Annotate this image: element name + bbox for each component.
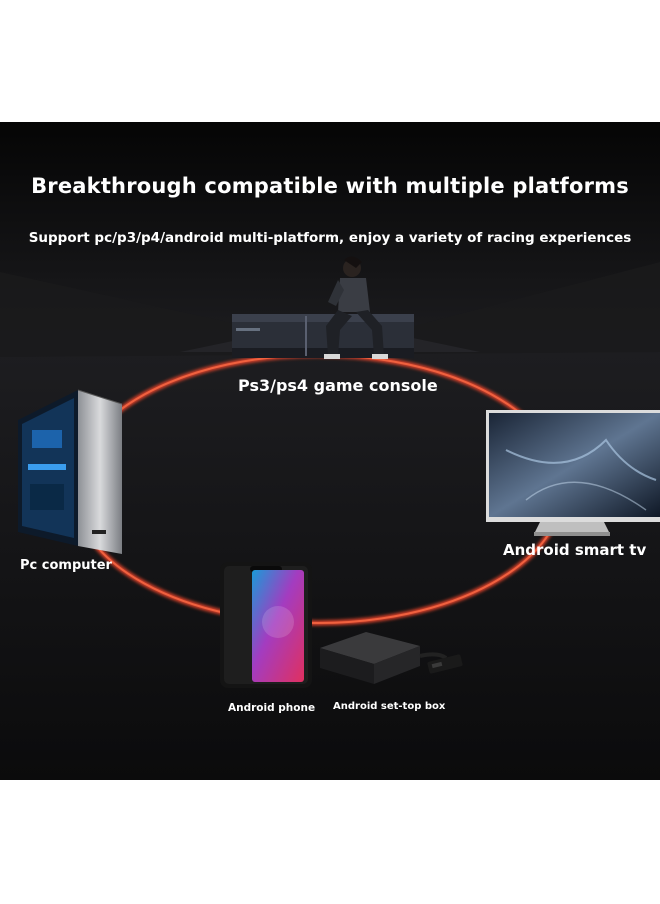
- promo-panel: Breakthrough compatible with multiple pl…: [0, 122, 660, 780]
- settop-label: Android set-top box: [333, 701, 446, 712]
- tv-label: Android smart tv: [503, 541, 647, 559]
- smart-tv-icon: [486, 410, 660, 536]
- pc-label: Pc computer: [20, 558, 112, 573]
- person-sitting-figure: [324, 256, 388, 359]
- console-label: Ps3/ps4 game console: [238, 376, 438, 395]
- headline: Breakthrough compatible with multiple pl…: [31, 174, 629, 198]
- set-top-box-icon: [320, 632, 463, 684]
- subline: Support pc/p3/p4/android multi-platform,…: [28, 230, 632, 246]
- pc-tower-icon: [18, 389, 123, 554]
- phone-label: Android phone: [228, 702, 316, 714]
- game-console-icon: [232, 256, 414, 359]
- smartphone-icon: [220, 562, 312, 688]
